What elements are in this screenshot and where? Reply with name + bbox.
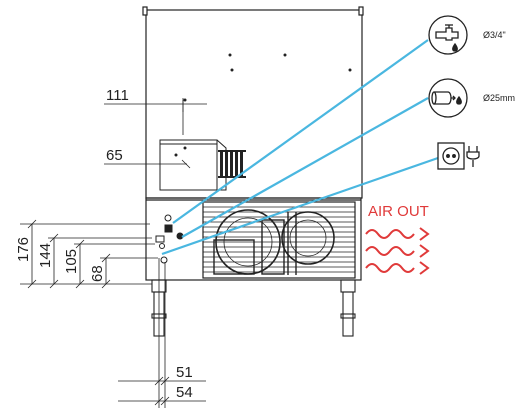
dim-65-label: 65 [106,147,123,164]
dim-51-label: 51 [176,364,193,381]
connection-ports [155,214,184,264]
drain-label: Ø25mm [483,93,515,103]
leader-lines [161,39,439,256]
machine-feet [151,279,356,337]
dim-105-label: 105 [63,249,80,274]
dimension-labels: 111 65 176 144 105 68 51 54 [15,87,193,401]
water-inlet-tap-icon [428,15,468,55]
air-out-label: AIR OUT [368,203,429,220]
dim-68-label: 68 [89,265,106,282]
panel-screws [174,53,352,157]
dim-111-label: 111 [106,87,129,104]
water-inlet-label: Ø3/4" [483,30,506,40]
dimension-lines [20,98,207,408]
dim-54-label: 54 [176,384,193,401]
drain-pipe-icon [428,78,468,118]
dim-144-label: 144 [37,243,54,268]
dim-176-label: 176 [15,237,32,262]
louvre-grille [218,150,246,178]
motor-housing [159,139,227,191]
air-out-waves-icon [365,227,430,275]
condenser-grille [202,201,356,279]
power-socket-plug-icon [437,142,480,170]
